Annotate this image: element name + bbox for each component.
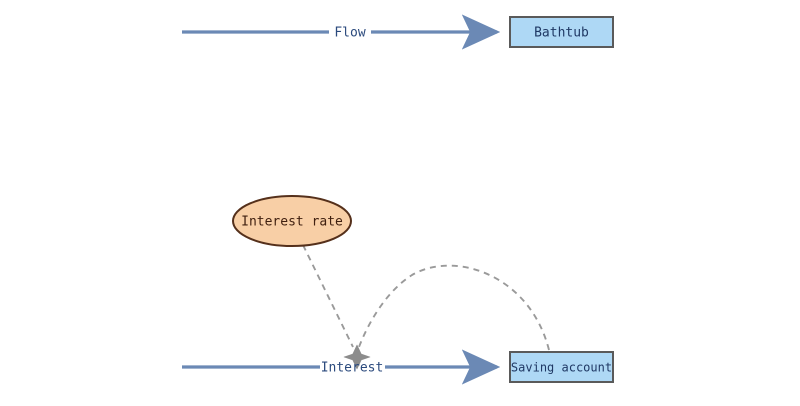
variable-label-interest-rate: Interest rate bbox=[241, 215, 343, 230]
flow-label-interest: Interest bbox=[321, 361, 384, 376]
valve-star-icon bbox=[343, 344, 371, 370]
stock-label-bathtub: Bathtub bbox=[534, 26, 589, 41]
dashed-link-rate-to-valve bbox=[302, 244, 354, 348]
stock-box-bathtub[interactable] bbox=[509, 16, 614, 48]
flow-label-flow: Flow bbox=[334, 26, 365, 41]
stock-box-saving-account[interactable] bbox=[509, 351, 614, 383]
variable-ellipse-interest-rate[interactable] bbox=[232, 195, 352, 247]
savings-system-group: Interest rate Interest Saving account bbox=[182, 195, 614, 385]
stock-label-saving-account: Saving account bbox=[511, 361, 612, 375]
dashed-link-account-to-valve bbox=[358, 264, 550, 351]
bathtub-system-group: Flow Bathtub bbox=[182, 14, 614, 50]
